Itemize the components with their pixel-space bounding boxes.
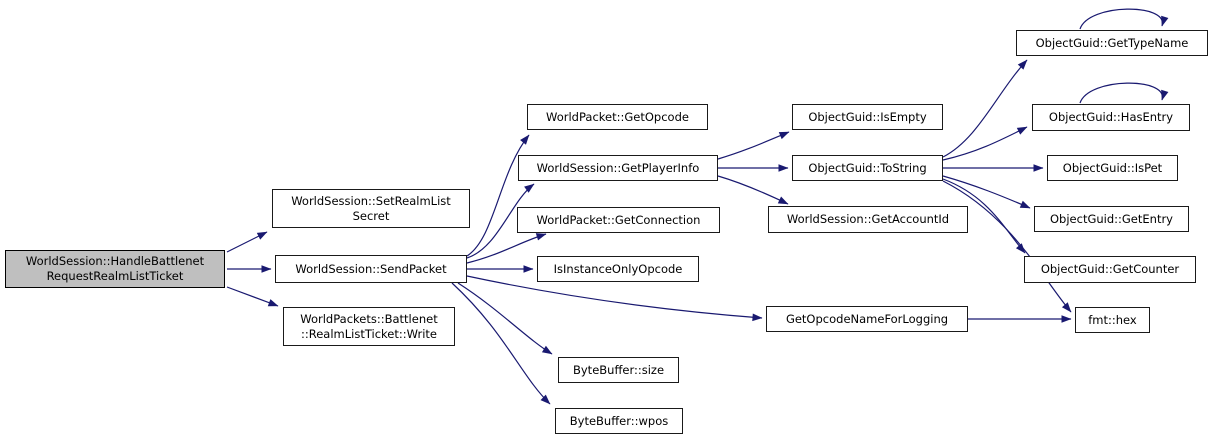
edge-send-packet-to-get-player-info: [466, 183, 535, 259]
node-send-packet[interactable]: WorldSession::SendPacket: [275, 255, 467, 283]
node-realmlist-ticket-write[interactable]: WorldPackets::Battlenet ::RealmListTicke…: [283, 307, 455, 346]
node-get-type-name[interactable]: ObjectGuid::GetTypeName: [1016, 30, 1208, 56]
node-get-opcode[interactable]: WorldPacket::GetOpcode: [527, 104, 708, 130]
node-is-instance-only-opcode[interactable]: IsInstanceOnlyOpcode: [537, 256, 699, 282]
edge-to-string-to-has-entry: [942, 126, 1028, 161]
edge-to-string-to-fmt-hex: [942, 180, 1072, 313]
edge-to-string-to-get-entry: [942, 175, 1031, 209]
node-get-counter[interactable]: ObjectGuid::GetCounter: [1024, 256, 1196, 283]
node-get-account-id[interactable]: WorldSession::GetAccountId: [768, 206, 968, 233]
node-set-realmlist-secret[interactable]: WorldSession::SetRealmList Secret: [272, 189, 470, 228]
edge-root-to-set-realmlist-secret: [226, 231, 268, 253]
edge-send-packet-to-get-connection: [466, 233, 547, 264]
edge-send-packet-to-get-opcode-name-for-logging: [466, 275, 763, 322]
edge-to-string-to-get-type-name: [942, 59, 1028, 158]
node-get-entry[interactable]: ObjectGuid::GetEntry: [1034, 206, 1189, 232]
node-handle-battlenet-request-realmlist-ticket: WorldSession::HandleBattlenet RequestRea…: [5, 250, 225, 288]
edge-to-string-to-get-counter: [942, 178, 1026, 254]
node-fmt-hex[interactable]: fmt::hex: [1075, 307, 1150, 333]
edge-send-packet-to-bytebuffer-wpos: [451, 282, 551, 405]
node-is-empty[interactable]: ObjectGuid::IsEmpty: [792, 104, 943, 130]
node-is-pet[interactable]: ObjectGuid::IsPet: [1047, 155, 1178, 181]
edge-get-player-info-to-get-account-id: [717, 175, 789, 205]
node-get-opcode-name-for-logging[interactable]: GetOpcodeNameForLogging: [766, 306, 968, 332]
node-has-entry[interactable]: ObjectGuid::HasEntry: [1032, 104, 1190, 131]
edge-send-packet-to-get-opcode: [466, 134, 530, 257]
edge-has-entry-self-loop: [1079, 82, 1169, 104]
node-bytebuffer-size[interactable]: ByteBuffer::size: [558, 357, 679, 383]
edge-root-to-realmlist-ticket-write: [226, 286, 279, 307]
node-to-string[interactable]: ObjectGuid::ToString: [792, 155, 943, 181]
edge-get-player-info-to-is-empty: [717, 131, 790, 160]
edge-send-packet-to-bytebuffer-size: [457, 282, 553, 355]
node-get-player-info[interactable]: WorldSession::GetPlayerInfo: [518, 155, 718, 181]
node-bytebuffer-wpos[interactable]: ByteBuffer::wpos: [555, 408, 683, 434]
node-get-connection[interactable]: WorldPacket::GetConnection: [517, 207, 720, 233]
edge-get-type-name-self-loop: [1079, 8, 1169, 30]
